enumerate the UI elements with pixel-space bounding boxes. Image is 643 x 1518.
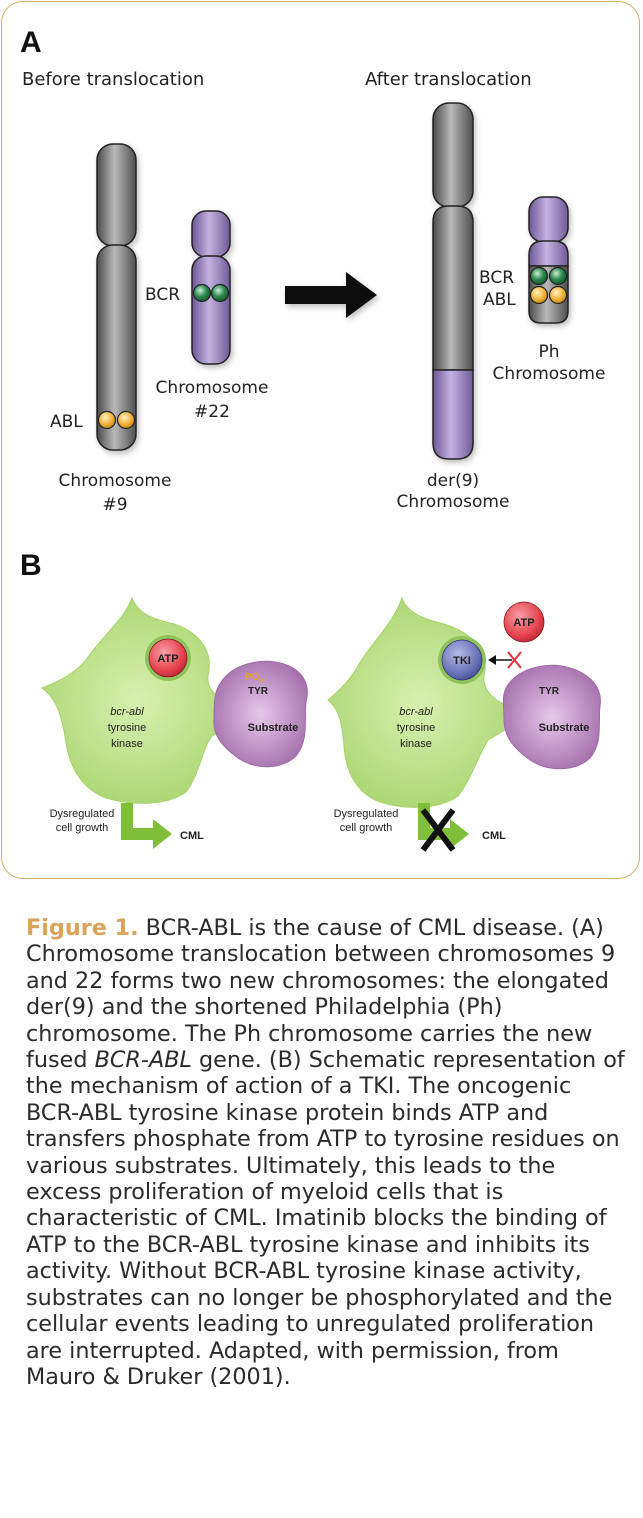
chromosome-22 (191, 210, 231, 365)
der9-label-line2: Chromosome (397, 492, 510, 512)
abl-gene-ph (529, 285, 568, 305)
tki-molecule (438, 636, 486, 684)
substrate-right (502, 664, 601, 770)
before-translocation-heading: Before translocation (22, 69, 204, 90)
bcr-label-ph: BCR (479, 268, 514, 288)
ph-label-line2: Chromosome (493, 364, 606, 384)
growth-label-left-line2: cell growth (56, 822, 109, 834)
figure-diagram: A Before translocation After translocati… (20, 26, 606, 852)
blocked-binding-arrow (488, 651, 522, 669)
atp-molecule-free (503, 601, 545, 643)
substrate-label-right: Substrate (539, 722, 590, 734)
kinase-label-left-line2: tyrosine (108, 722, 147, 734)
bcr-gene-chr22 (192, 283, 230, 303)
ph-chromosome (528, 196, 569, 324)
after-translocation-heading: After translocation (365, 69, 532, 90)
growth-label-right-line1: Dysregulated (334, 808, 399, 820)
abl-gene-chr9 (97, 410, 136, 430)
bcr-label-chr22: BCR (145, 285, 180, 305)
kinase-label-right-line1: bcr-abl (399, 706, 433, 718)
kinase-label-right-line2: tyrosine (397, 722, 436, 734)
blocked-x-icon (420, 808, 456, 852)
cml-arrow-left (121, 803, 172, 849)
substrate-label-left: Substrate (248, 722, 299, 734)
atp-label-left: ATP (157, 653, 178, 665)
translocation-arrow (285, 272, 377, 318)
caption-label: Figure 1. (26, 915, 139, 941)
atp-molecule-bound (145, 635, 191, 681)
panel-a-letter: A (20, 26, 42, 59)
panel-b-letter: B (20, 549, 42, 582)
abl-label-ph: ABL (483, 290, 516, 310)
tyr-label-left: TYR (248, 686, 269, 697)
kinase-label-left-line3: kinase (111, 738, 143, 750)
ph-label-line1: Ph (538, 342, 559, 362)
substrate-left (213, 660, 308, 768)
chr9-label-line2: #9 (102, 495, 127, 515)
caption-italic-gene: BCR-ABL (94, 1047, 192, 1074)
kinase-label-right-line3: kinase (400, 738, 432, 750)
tki-label: TKI (453, 655, 471, 667)
chromosome-9 (96, 143, 137, 451)
cml-label-right: CML (482, 830, 506, 842)
atp-label-right: ATP (513, 617, 534, 629)
abl-label-chr9: ABL (50, 412, 83, 432)
growth-label-left-line1: Dysregulated (50, 808, 115, 820)
der9-chromosome (432, 102, 474, 460)
cml-label-left: CML (180, 830, 204, 842)
tyr-label-right: TYR (539, 686, 560, 697)
chr22-label-line1: Chromosome (156, 378, 269, 398)
bcr-abl-kinase-right (327, 596, 534, 808)
caption-text-part1: BCR-ABL is the cause of CML disease. (A)… (26, 915, 616, 1074)
figure-caption: Figure 1. BCR-ABL is the cause of CML di… (26, 915, 626, 1390)
growth-label-right-line2: cell growth (340, 822, 393, 834)
caption-text-part2: gene. (B) Schematic representation of th… (26, 1047, 625, 1390)
chr22-label-line2: #22 (194, 402, 230, 422)
bcr-gene-ph (529, 266, 568, 286)
po4-label: PO4 (245, 672, 263, 685)
der9-label-line1: der(9) (427, 471, 479, 491)
chr9-label-line1: Chromosome (59, 471, 172, 491)
kinase-label-left-line1: bcr-abl (110, 706, 144, 718)
